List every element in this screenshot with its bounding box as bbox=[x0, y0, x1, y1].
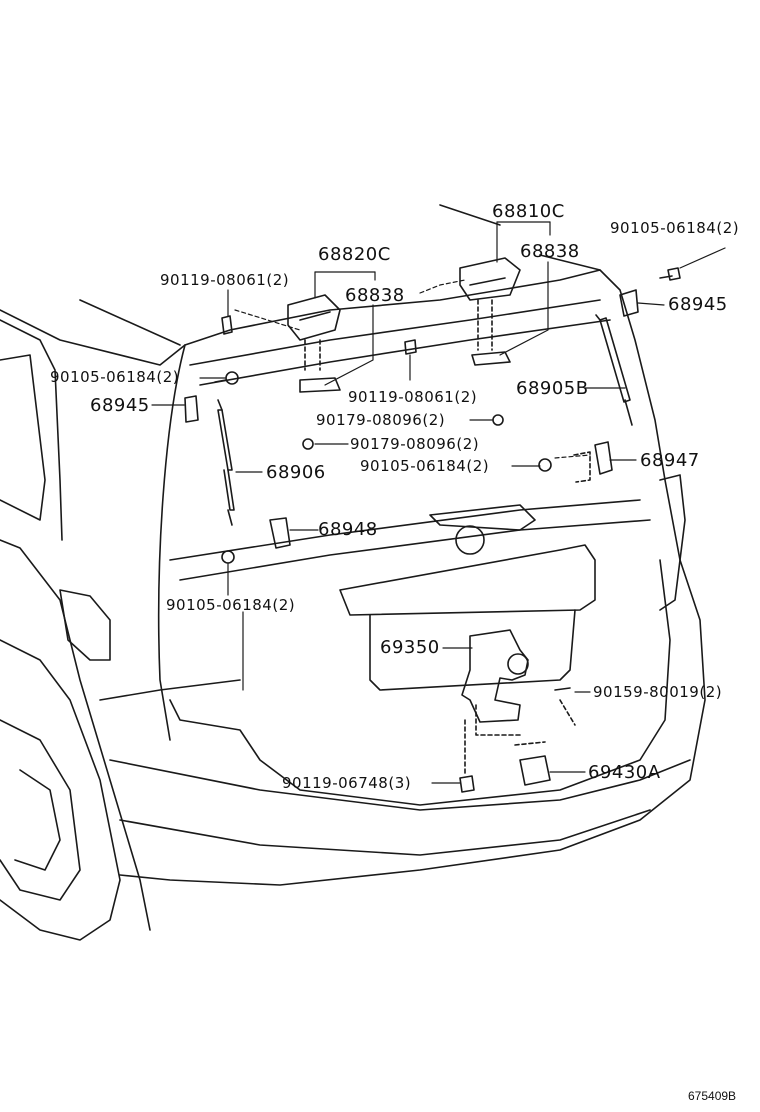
label-90119-mid: 90119-08061(2) bbox=[348, 388, 478, 406]
label-90105-left: 90105-06184(2) bbox=[50, 368, 180, 386]
label-68820C: 68820C bbox=[318, 244, 391, 265]
label-68838-right: 68838 bbox=[520, 241, 580, 262]
label-90119-left: 90119-08061(2) bbox=[160, 271, 290, 289]
label-68810C: 68810C bbox=[492, 201, 565, 222]
label-90119-bottom: 90119-06748(3) bbox=[282, 774, 412, 792]
leader-lines bbox=[151, 221, 726, 784]
label-90179-a: 90179-08096(2) bbox=[316, 411, 446, 429]
gas-strut-right-68905B bbox=[595, 314, 633, 426]
label-90105-bottom-left: 90105-06184(2) bbox=[166, 596, 296, 614]
label-68945-right: 68945 bbox=[668, 294, 728, 315]
gas-strut-left-68906 bbox=[217, 399, 235, 526]
label-68838-left: 68838 bbox=[345, 285, 405, 306]
label-90105-mid-right: 90105-06184(2) bbox=[360, 457, 490, 475]
label-69350: 69350 bbox=[380, 637, 440, 658]
label-68905B: 68905B bbox=[516, 378, 589, 399]
label-68948: 68948 bbox=[318, 519, 378, 540]
label-90159: 90159-80019(2) bbox=[593, 683, 723, 701]
hinge-right-68810C bbox=[459, 257, 521, 366]
label-68947: 68947 bbox=[640, 450, 700, 471]
car-body-outline bbox=[0, 204, 706, 941]
label-90105-top-right: 90105-06184(2) bbox=[610, 219, 740, 237]
label-90179-b: 90179-08096(2) bbox=[350, 435, 480, 453]
diagram-code: 675409B bbox=[688, 1089, 737, 1103]
label-68906: 68906 bbox=[266, 462, 326, 483]
label-68945-left: 68945 bbox=[90, 395, 150, 416]
fasteners bbox=[184, 267, 681, 793]
label-69430A: 69430A bbox=[588, 762, 661, 783]
hinge-left-68820C bbox=[287, 294, 341, 393]
license-plate-recess bbox=[339, 504, 596, 691]
